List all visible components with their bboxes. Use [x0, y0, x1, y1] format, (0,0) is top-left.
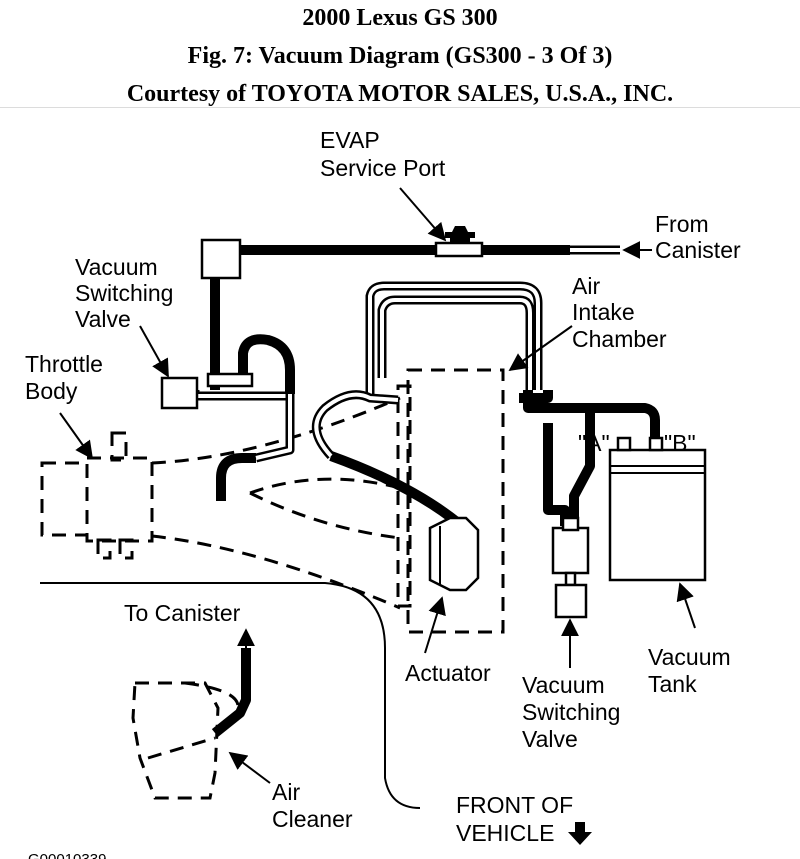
label-body: Body: [25, 378, 78, 404]
lower-vacuum-switching-valve: [551, 516, 590, 619]
throttle-body: [40, 396, 401, 610]
figure-caption: Fig. 7: Vacuum Diagram (GS300 - 3 Of 3): [187, 43, 613, 69]
vacuum-tank: [608, 436, 707, 582]
label-vsv-bottom-1: Vacuum: [522, 672, 605, 698]
vacuum-diagram: EVAP Service Port From Canister Vacuum S…: [25, 127, 741, 859]
label-evap: EVAP: [320, 127, 380, 153]
label-vacuum-tank-1: Vacuum: [648, 644, 731, 670]
courtesy-line: Courtesy of TOYOTA MOTOR SALES, U.S.A., …: [126, 81, 674, 107]
label-air-intake-2: Intake: [572, 299, 635, 325]
label-vsv-bottom-3: Valve: [522, 726, 578, 752]
label-air-intake-3: Chamber: [572, 326, 667, 352]
label-vsv-top-2: Switching: [75, 280, 173, 306]
label-air-intake-1: Air: [572, 273, 600, 299]
label-from: From: [655, 211, 709, 237]
figure-header: 2000 Lexus GS 300 Fig. 7: Vacuum Diagram…: [0, 0, 800, 108]
label-port-b: "B": [664, 430, 696, 456]
air-intake-chamber: [396, 368, 505, 634]
front-arrow-icon: [568, 822, 592, 845]
label-vacuum-tank-2: Tank: [648, 671, 697, 697]
upper-vacuum-switching-valve: [160, 238, 254, 410]
label-throttle: Throttle: [25, 351, 103, 377]
label-vsv-top-3: Valve: [75, 306, 131, 332]
label-vehicle: VEHICLE: [456, 820, 554, 846]
label-vsv-bottom-2: Switching: [522, 699, 620, 725]
actuator: [428, 516, 480, 592]
figure-code: G00010339: [28, 851, 106, 859]
label-air-cleaner-2: Cleaner: [272, 806, 353, 832]
label-air-cleaner-1: Air: [272, 779, 300, 805]
label-to-canister: To Canister: [124, 600, 241, 626]
evap-service-port: [434, 226, 484, 258]
vehicle-outline: [40, 582, 421, 809]
label-port-a: "A": [578, 430, 610, 456]
air-cleaner: [131, 681, 240, 800]
label-canister: Canister: [655, 237, 741, 263]
leader-arrows: [59, 187, 696, 784]
label-vsv-top-1: Vacuum: [75, 254, 158, 280]
label-actuator: Actuator: [405, 660, 491, 686]
label-service-port: Service Port: [320, 155, 446, 181]
label-front-of: FRONT OF: [456, 792, 573, 818]
page-title: 2000 Lexus GS 300: [302, 5, 498, 31]
